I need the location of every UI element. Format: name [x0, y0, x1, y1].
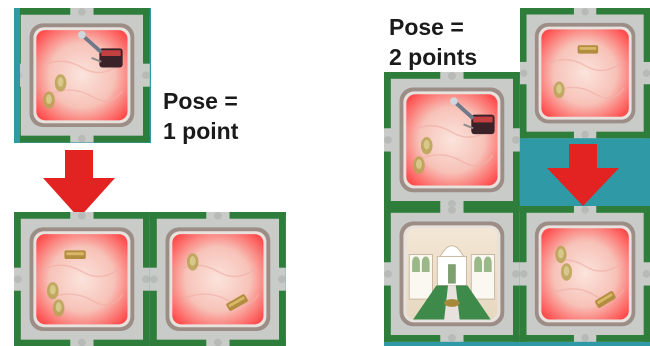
down-arrow: [43, 150, 115, 218]
left-bottom-tile-2: [150, 212, 286, 346]
right-top-tile: [520, 8, 650, 138]
right-caption-line1: Pose =: [389, 14, 464, 40]
right-bottom-tile: [520, 206, 650, 342]
left-caption-line1: Pose =: [163, 88, 238, 114]
left-top-tile: [14, 8, 150, 142]
right-middle-tile: [384, 72, 520, 208]
down-arrow-right: [547, 144, 619, 206]
right-caption-line2: 2 points: [389, 44, 478, 70]
palace-tile: [384, 206, 520, 342]
left-example: [14, 8, 286, 346]
right-score-caption: Pose = 2 points: [389, 12, 477, 72]
left-caption-line2: 1 point: [163, 118, 239, 144]
left-teal-strip: [14, 8, 20, 143]
left-score-caption: Pose = 1 point: [163, 86, 238, 146]
right-example: [384, 8, 650, 346]
left-bottom-tile-1: [14, 212, 150, 346]
